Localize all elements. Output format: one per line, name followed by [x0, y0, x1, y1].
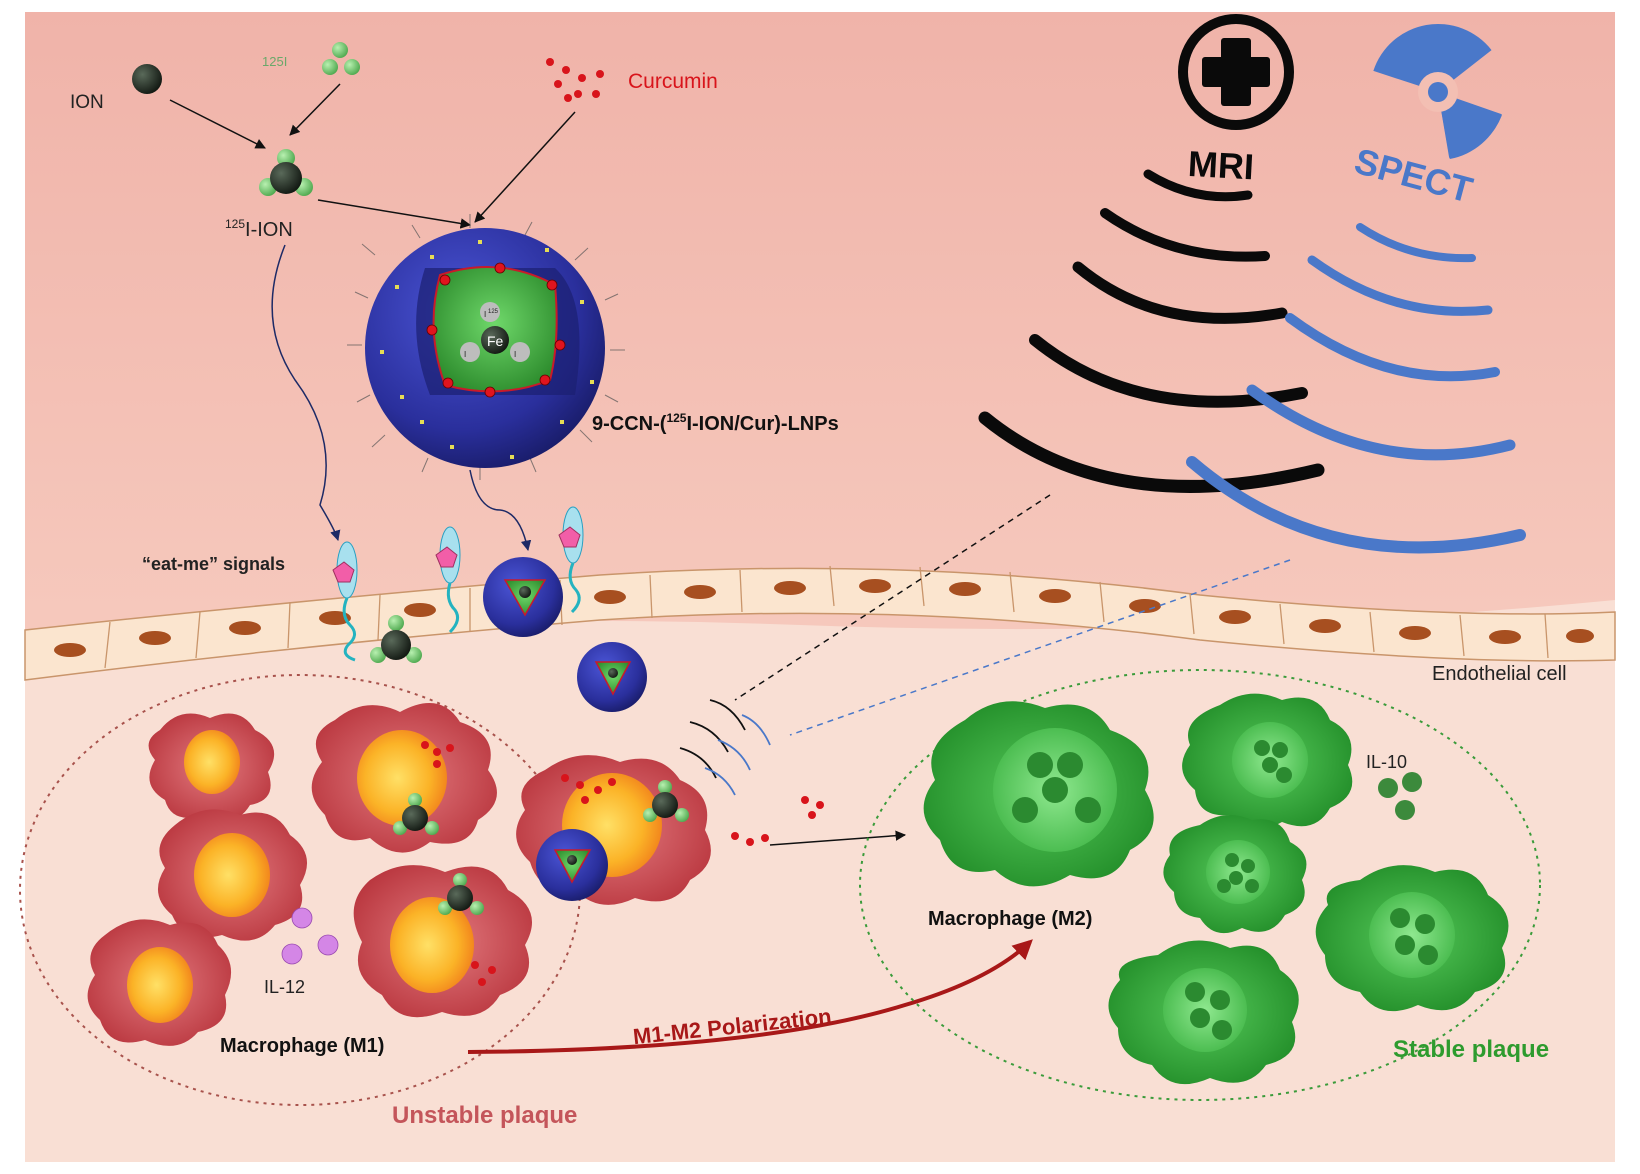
- m1-label: Macrophage (M1): [220, 1035, 384, 1057]
- eat-me-receptor-3: [558, 506, 584, 614]
- curcumin-dots-internal: [421, 741, 824, 986]
- m1-m2-polarization-arrow: [467, 939, 1033, 1054]
- plus-circle-icon: [1178, 14, 1294, 130]
- ion-label: ION: [70, 92, 104, 113]
- lnp-nanoparticle-large: Fe I 125 I I: [347, 214, 625, 480]
- eat-me-receptor-1: [332, 541, 358, 662]
- i125-ion-complex: [259, 149, 313, 196]
- curcumin-to-lnp-arrow: [474, 111, 576, 223]
- il12-label: IL-12: [264, 977, 305, 997]
- mri-beam-line: [734, 494, 1051, 701]
- lnp-nanoparticle-small: [577, 642, 647, 712]
- iodine-to-complex-arrow: [289, 83, 341, 136]
- ion-to-complex-arrow: [169, 99, 266, 149]
- svg-text:I: I: [464, 350, 466, 359]
- ion-path-arrow: [271, 244, 341, 542]
- svg-text:I: I: [484, 310, 486, 319]
- i125-ion-internalized: [393, 793, 439, 835]
- stable-plaque-label: Stable plaque: [1393, 1036, 1549, 1063]
- i125-ion-internalized: [438, 873, 484, 915]
- stable-plaque-boundary: [859, 669, 1541, 1101]
- lnp-nanoparticle-medium: [483, 557, 563, 637]
- eat-me-receptor-2: [435, 526, 461, 634]
- i125-cluster: [322, 42, 360, 75]
- lnp-path-arrow: [469, 469, 532, 552]
- curcumin-label: Curcumin: [628, 70, 718, 93]
- macrophage-m1-cell: [311, 703, 497, 853]
- mri-label: MRI: [1187, 143, 1255, 187]
- lnp-label: 9-CCN-(125I-ION/Cur)-LNPs: [592, 411, 839, 435]
- macrophage-m2-cell: [923, 701, 1154, 887]
- ion-particle: [132, 64, 162, 94]
- macrophage-m1-cell: [353, 865, 533, 1018]
- macrophage-m2-cell: [1182, 693, 1353, 830]
- eat-me-label: “eat-me” signals: [142, 554, 285, 574]
- polarization-flow-arrow: [769, 830, 907, 846]
- lnp-nanoparticle-internalized: [536, 829, 608, 901]
- i125-ion-internalized: [643, 780, 689, 822]
- svg-text:I: I: [514, 350, 516, 359]
- svg-text:125: 125: [488, 309, 499, 315]
- spect-waves: [1186, 223, 1526, 554]
- macrophage-m1-cell: [148, 713, 275, 821]
- il10-cytokines: [1378, 772, 1422, 820]
- il12-cytokines: [281, 907, 339, 965]
- endothelial-label: Endothelial cell: [1432, 663, 1567, 685]
- endothelial-layer: [24, 565, 1616, 681]
- signal-emission-arcs: [679, 699, 771, 796]
- complex-to-lnp-arrow: [317, 199, 472, 229]
- spect-beam-line: [789, 559, 1291, 736]
- curcumin-dots: [546, 58, 604, 102]
- macrophage-m1-cell: [157, 809, 308, 941]
- svg-text:Fe: Fe: [487, 333, 504, 349]
- i125-ion-label: 125I-ION: [225, 217, 293, 241]
- il10-label: IL-10: [1366, 752, 1407, 772]
- unstable-plaque-label: Unstable plaque: [392, 1102, 577, 1129]
- i125-label: 125I: [262, 54, 287, 69]
- i125-ion-particle-membrane: [370, 615, 422, 663]
- radiation-icon: [1373, 24, 1502, 159]
- macrophage-m2-cell: [1163, 815, 1307, 934]
- macrophage-m1-cell: [87, 919, 232, 1046]
- m2-label: Macrophage (M2): [928, 908, 1092, 930]
- macrophage-m2-cell: [1108, 940, 1299, 1085]
- macrophage-m2-cell: [1315, 865, 1509, 1012]
